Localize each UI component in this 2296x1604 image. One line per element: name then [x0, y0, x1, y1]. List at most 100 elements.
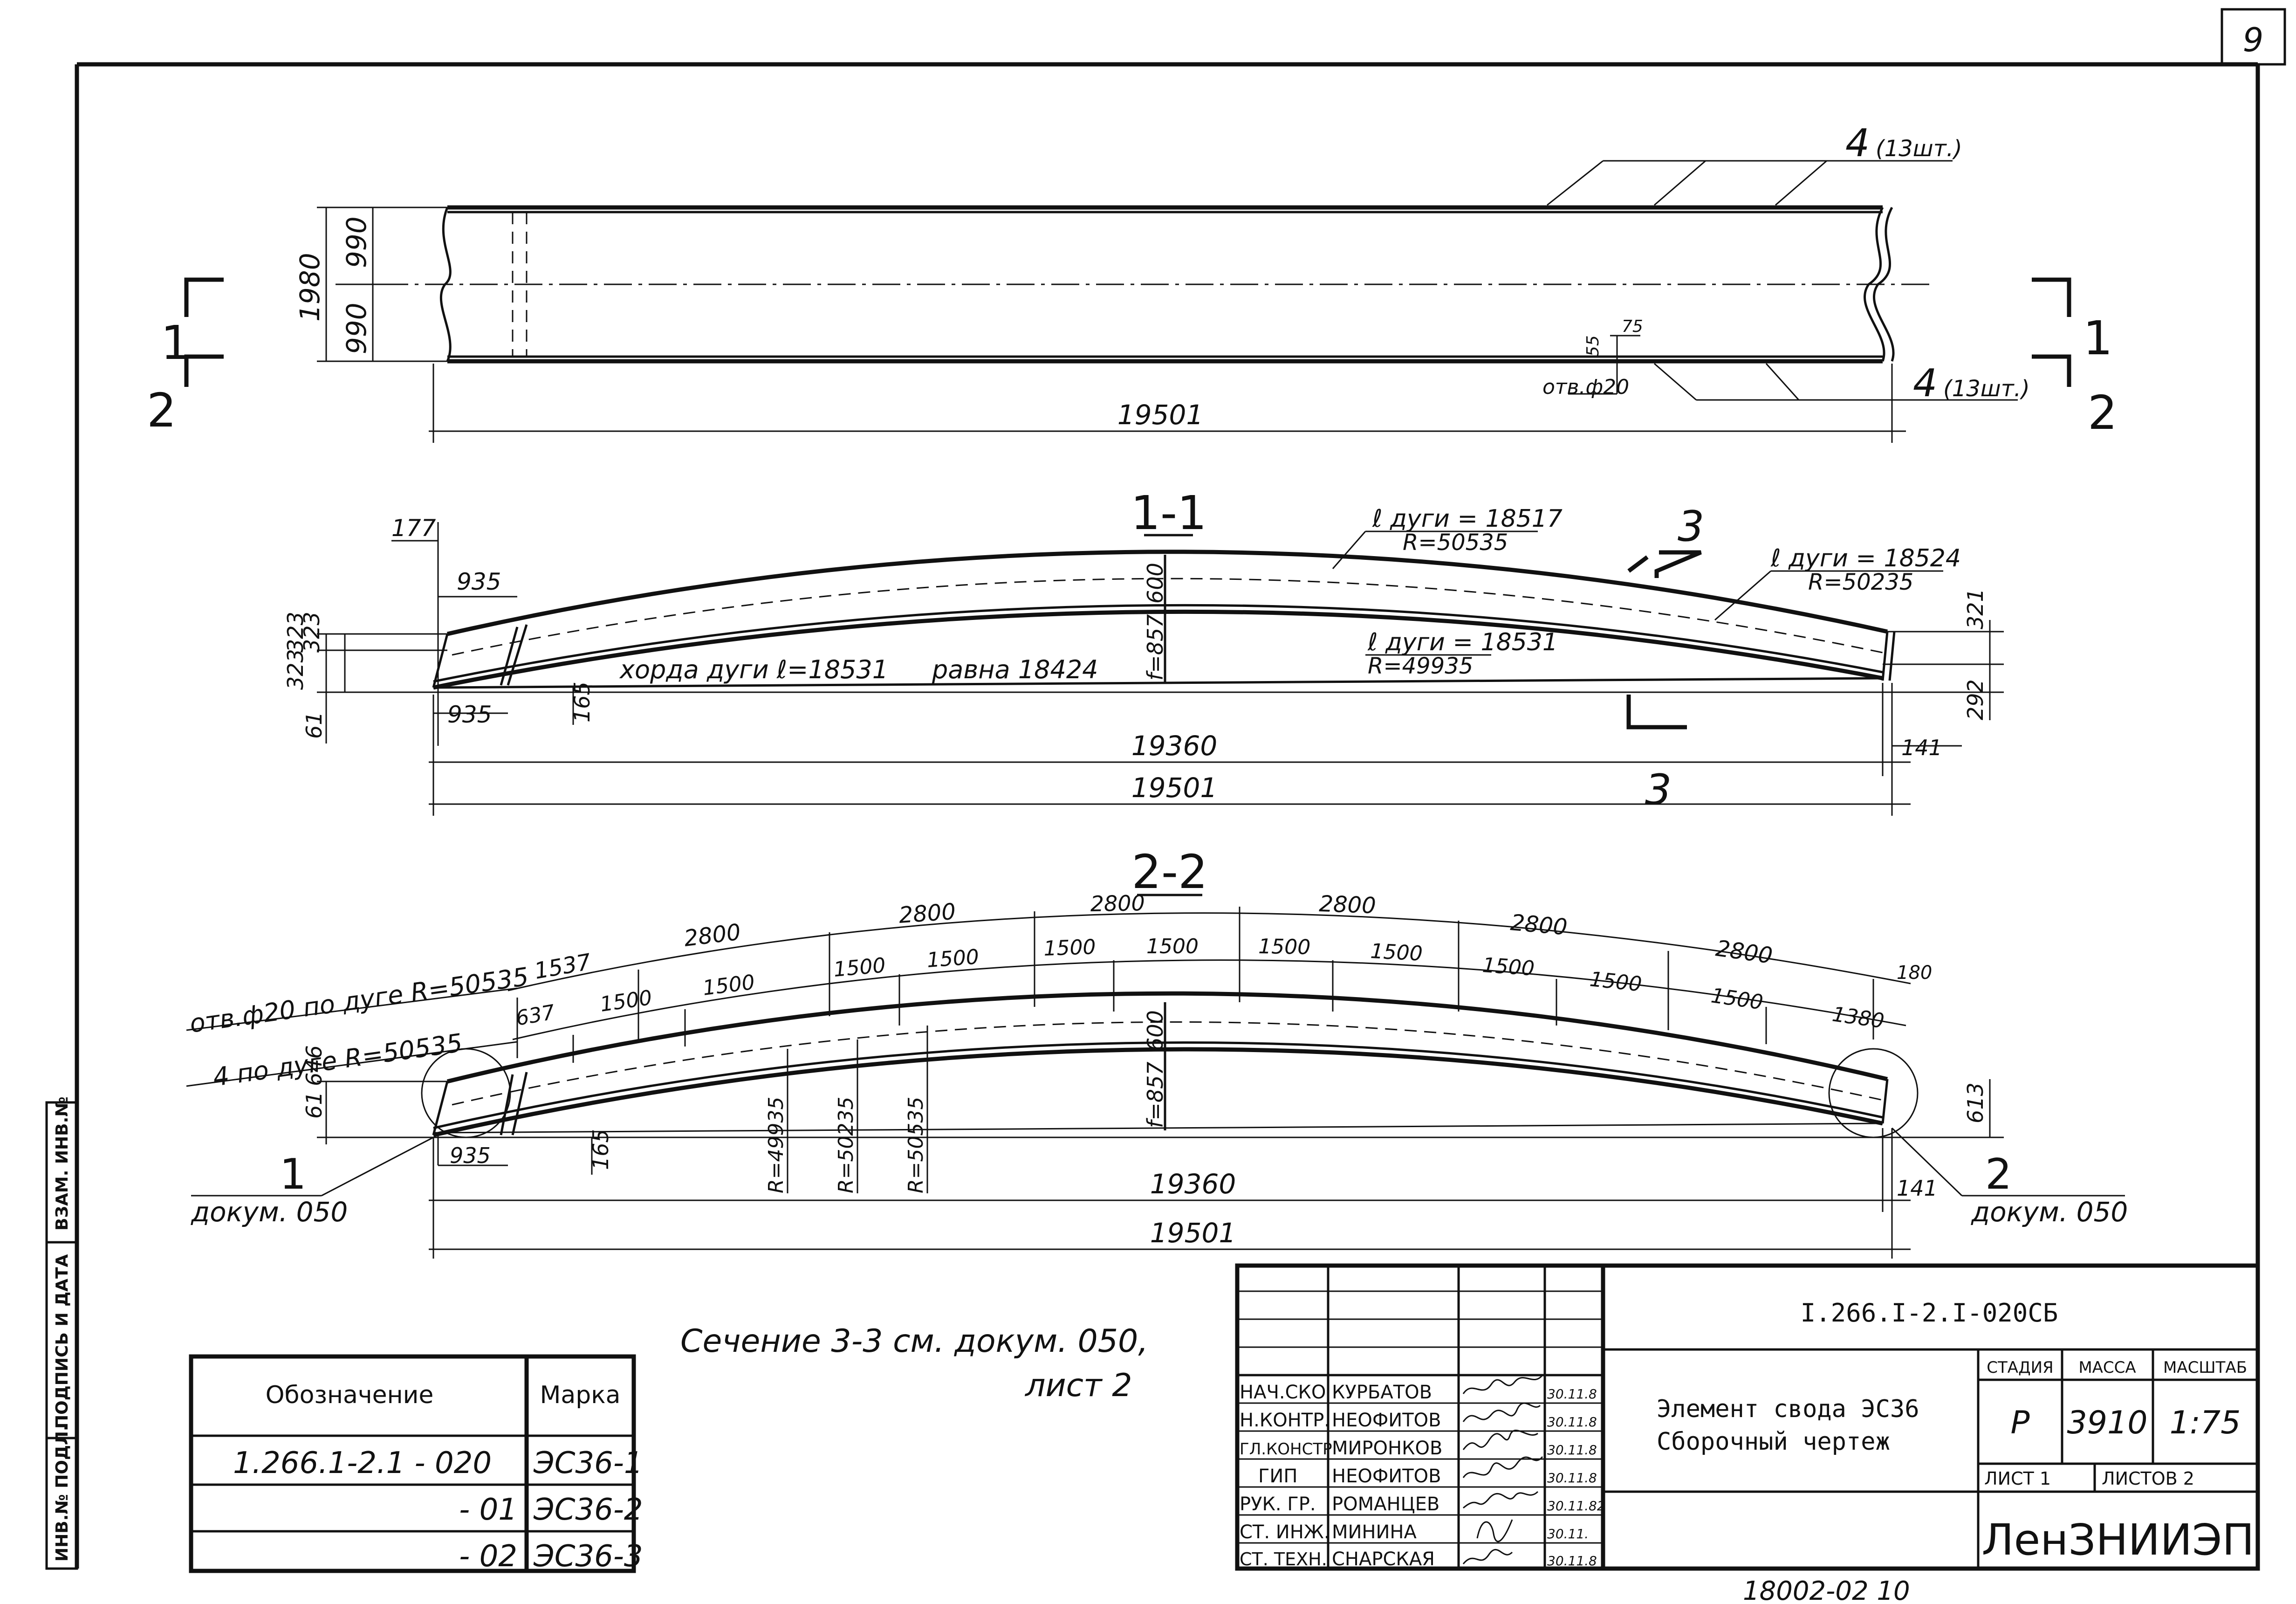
- s11-dim-177: 177: [391, 515, 436, 542]
- cut-1-left: 1: [161, 316, 191, 370]
- sig-1-name: НЕОФИТОВ: [1332, 1410, 1441, 1431]
- s22-upper-3: 2800: [1090, 890, 1145, 916]
- tb-stage-label: СТАДИЯ: [1987, 1358, 2053, 1377]
- section-1-1: [317, 522, 2004, 816]
- plan-half-top: 990: [341, 216, 372, 268]
- spec-row-2-mark: ЭС36-3: [533, 1539, 643, 1574]
- s11-title: 1-1: [1131, 486, 1206, 540]
- note-line1: Сечение 3-3 см. докум. 050,: [680, 1323, 1148, 1360]
- signature-scribble: [1462, 1430, 1538, 1450]
- plan-top-bolts-count: (13шт.): [1876, 136, 1962, 162]
- sig-1-date: 30.11.8: [1547, 1414, 1597, 1430]
- plan-length: 19501: [1117, 399, 1204, 431]
- s11-arc-bottom: ℓ дуги = 18531: [1367, 628, 1558, 656]
- s11-dim-61: 61: [302, 711, 327, 739]
- signature-scribble: [1476, 1519, 1513, 1542]
- s22-span: 19360: [1150, 1168, 1236, 1200]
- s11-dim-600: 600: [1143, 563, 1168, 604]
- s22-node2: 2: [1985, 1150, 2012, 1199]
- signature-scribble: [1463, 1491, 1539, 1509]
- s22-lower-4: 1500: [926, 945, 980, 972]
- s22-dim-646: 646: [302, 1045, 327, 1086]
- s11-dim-141: 141: [1901, 735, 1942, 760]
- s22-dim-f857: f=857: [1143, 1061, 1168, 1128]
- sig-4-date: 30.11.82: [1547, 1498, 1605, 1514]
- s11-dim-f857: f=857: [1143, 614, 1168, 681]
- cut-2-right: 2: [2088, 386, 2118, 440]
- sig-1-role: Н.КОНТР.: [1240, 1410, 1330, 1431]
- tb-element-title: Элемент свода ЭС36: [1657, 1395, 1919, 1423]
- sig-3-name: НЕОФИТОВ: [1332, 1466, 1441, 1487]
- s22-dim-165: 165: [588, 1129, 613, 1170]
- spec-row-1-mark: ЭС36-2: [533, 1493, 643, 1527]
- sig-5-role: СТ. ИНЖ.: [1240, 1521, 1330, 1543]
- sig-6-date: 30.11.8: [1547, 1553, 1597, 1569]
- tb-sheets: ЛИСТОВ 2: [2102, 1468, 2194, 1489]
- s22-dim-613: 613: [1963, 1082, 1988, 1123]
- s22-upper-4: 2800: [1319, 891, 1377, 919]
- signature-scribble: [1462, 1549, 1513, 1564]
- s22-lower-2: 1500: [701, 971, 756, 1000]
- s22-lower-12: 1380: [1830, 1002, 1885, 1033]
- s22-upper-6: 2800: [1714, 935, 1774, 969]
- s22-r2: R=50235: [834, 1097, 858, 1193]
- note-line2: лист 2: [1024, 1367, 1132, 1404]
- s11-chord-equal: равна 18424: [932, 655, 1098, 684]
- s22-dim-600: 600: [1143, 1010, 1168, 1051]
- s22-dim-935: 935: [450, 1143, 491, 1168]
- tb-mass: 3910: [2067, 1404, 2147, 1441]
- s11-dim-323-c: 323: [283, 649, 308, 690]
- s22-lower-5: 1500: [1043, 935, 1097, 961]
- signature-rows: НАЧ.СКО КУРБАТОВ 30.11.8 Н.КОНТР. НЕОФИТ…: [1240, 1375, 1605, 1570]
- s22-node1: 1: [280, 1150, 306, 1199]
- sig-6-role: СТ. ТЕХН.: [1240, 1549, 1327, 1570]
- sig-2-name: МИРОНКОВ: [1332, 1438, 1442, 1459]
- s11-dim-323-a: 323: [299, 612, 324, 653]
- s22-title: 2-2: [1131, 845, 1207, 899]
- s11-dim-165: 165: [569, 682, 595, 723]
- s22-node1-doc: докум. 050: [191, 1196, 348, 1228]
- sig-3-role: ГИП: [1258, 1466, 1297, 1487]
- s11-dim-935-bottom: 935: [447, 701, 492, 728]
- sig-4-role: РУК. ГР.: [1240, 1494, 1316, 1515]
- cut-2-left: 2: [147, 383, 177, 438]
- s11-length: 19501: [1131, 772, 1218, 804]
- s11-cut3-top: 3: [1678, 502, 1704, 551]
- signature-scribble: [1462, 1375, 1543, 1394]
- sig-0-role: НАЧ.СКО: [1240, 1382, 1326, 1403]
- s22-lower-10: 1500: [1589, 967, 1643, 996]
- s11-span: 19360: [1131, 730, 1218, 762]
- s22-upper-2: 2800: [898, 899, 957, 929]
- s22-lower-3: 1500: [833, 953, 887, 982]
- tb-doc-code: I.266.I-2.I-020СБ: [1801, 1298, 2058, 1328]
- sig-0-date: 30.11.8: [1547, 1386, 1597, 1402]
- sig-6-name: СНАРСКАЯ: [1332, 1549, 1435, 1570]
- plan-bottom-bolts: 4: [1913, 361, 1937, 406]
- s22-lower-9: 1500: [1481, 953, 1535, 981]
- s22-lower-11: 1500: [1709, 984, 1764, 1014]
- sig-2-date: 30.11.8: [1547, 1442, 1597, 1458]
- s11-cut3-bottom: 3: [1645, 765, 1672, 814]
- s22-r3: R=50535: [904, 1097, 928, 1193]
- s22-dim-141: 141: [1897, 1176, 1938, 1201]
- spec-row-0-designation: 1.266.1-2.1 - 020: [233, 1446, 492, 1480]
- s22-length: 19501: [1150, 1217, 1236, 1249]
- plan-view: [184, 160, 2071, 443]
- signature-scribble: [1462, 1402, 1541, 1422]
- s22-bolt-note: 4 по дуге R=50535: [211, 1028, 464, 1092]
- tb-sheet: ЛИСТ 1: [1984, 1468, 2051, 1489]
- s22-lower-7: 1500: [1258, 935, 1311, 959]
- tb-mass-label: МАССА: [2078, 1358, 2136, 1377]
- tb-stage: Р: [2010, 1404, 2029, 1441]
- side-stamp: ВЗАМ. ИНВ.№ ПОДПИСЬ И ДАТА ИНВ.№ ПОДЛ.: [45, 1096, 78, 1570]
- s11-arc-top-r: R=50535: [1403, 530, 1508, 556]
- s22-lower-8: 1500: [1370, 939, 1423, 966]
- s11-arc-right-r: R=50235: [1808, 569, 1913, 595]
- s22-r1: R=49935: [764, 1097, 788, 1193]
- sig-3-date: 30.11.8: [1547, 1470, 1597, 1486]
- plan-dim-75: 75: [1622, 317, 1643, 336]
- plan-dim-55: 55: [1583, 335, 1603, 357]
- s11-arc-top: ℓ дуги = 18517: [1372, 505, 1563, 533]
- s11-dim-323-b: 323: [283, 612, 308, 653]
